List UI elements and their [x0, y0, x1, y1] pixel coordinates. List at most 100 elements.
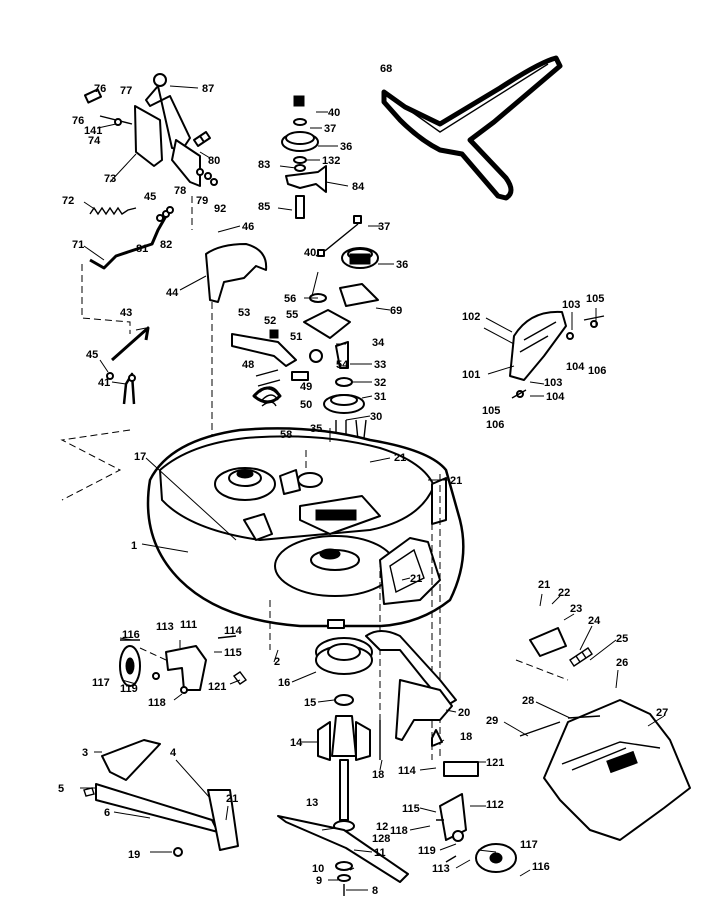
callout-115a: 115: [224, 647, 242, 659]
callout-103b: 103: [544, 377, 562, 389]
callout-117a: 117: [92, 677, 110, 689]
callout-68: 68: [380, 63, 392, 75]
callout-40a: 40: [328, 107, 340, 119]
callout-78: 78: [174, 185, 186, 197]
callout-6: 6: [104, 807, 110, 819]
deck-housing: [60, 427, 465, 760]
callout-106b: 106: [486, 419, 504, 431]
callout-30: 30: [370, 411, 382, 423]
callout-103a: 103: [562, 299, 580, 311]
callout-111: 111: [180, 619, 197, 631]
baffle-arm: [365, 630, 457, 760]
callout-20: 20: [458, 707, 470, 719]
callout-45b: 45: [86, 349, 98, 361]
callout-4: 4: [170, 747, 177, 759]
callout-10: 10: [312, 863, 324, 875]
callout-74: 74: [88, 135, 101, 147]
callout-76b: 76: [72, 115, 84, 127]
callout-52: 52: [264, 315, 276, 327]
callout-49: 49: [300, 381, 312, 393]
callout-25: 25: [616, 633, 628, 645]
callout-116a: 116: [122, 629, 140, 641]
callout-51: 51: [290, 331, 302, 343]
callout-1: 1: [131, 540, 137, 552]
callout-105a: 105: [586, 293, 604, 305]
left-gauge-wheel: [119, 635, 248, 694]
belt-guard-and-idler: [205, 243, 309, 440]
callout-2: 2: [274, 656, 280, 668]
callout-87: 87: [202, 83, 214, 95]
callout-114a: 114: [224, 625, 243, 637]
callout-102: 102: [462, 311, 480, 323]
callout-81: 81: [136, 243, 148, 255]
callout-118b: 118: [390, 825, 408, 837]
callout-101: 101: [462, 369, 480, 381]
callout-121b: 121: [486, 757, 504, 769]
spindle-assembly: [277, 619, 409, 896]
callout-26: 26: [616, 657, 628, 669]
callout-22: 22: [558, 587, 570, 599]
callout-11: 11: [374, 847, 386, 859]
callout-21b: 21: [450, 475, 462, 487]
callout-112: 112: [486, 799, 504, 811]
callout-115b: 115: [402, 803, 420, 815]
callout-69: 69: [390, 305, 402, 317]
callout-18a: 18: [372, 769, 384, 781]
callout-21d: 21: [538, 579, 550, 591]
callout-121a: 121: [208, 681, 226, 693]
callout-28: 28: [522, 695, 534, 707]
callout-104a: 104: [566, 361, 585, 373]
callout-3: 3: [82, 747, 88, 759]
callout-17: 17: [134, 451, 146, 463]
lift-linkage-group: [81, 73, 218, 405]
callout-72: 72: [62, 195, 74, 207]
callout-29: 29: [486, 715, 498, 727]
callout-104b: 104: [546, 391, 565, 403]
callout-105b: 105: [482, 405, 500, 417]
callout-21c: 21: [410, 573, 422, 585]
callout-117b: 117: [520, 839, 538, 851]
callout-35: 35: [310, 423, 322, 435]
callout-116b: 116: [532, 861, 550, 873]
callout-15: 15: [304, 697, 316, 709]
callout-23: 23: [570, 603, 582, 615]
callout-53: 53: [238, 307, 250, 319]
callout-46: 46: [242, 221, 254, 233]
callout-16: 16: [278, 677, 290, 689]
callout-19: 19: [128, 849, 140, 861]
callout-12: 12: [376, 821, 388, 833]
callout-80: 80: [208, 155, 220, 167]
callout-132: 132: [322, 155, 340, 167]
callout-71: 71: [72, 239, 84, 251]
lift-arms-lower: [83, 739, 239, 857]
callout-82: 82: [160, 239, 172, 251]
leader-lines: [80, 85, 665, 891]
callout-85: 85: [258, 201, 270, 213]
callout-48: 48: [242, 359, 254, 371]
callout-27: 27: [656, 707, 668, 719]
callout-45a: 45: [144, 191, 156, 203]
callout-31: 31: [374, 391, 386, 403]
callout-119b: 119: [418, 845, 436, 857]
callout-56: 56: [284, 293, 296, 305]
callout-113b: 113: [432, 863, 450, 875]
callout-73: 73: [104, 173, 116, 185]
callout-83: 83: [258, 159, 270, 171]
callout-18b: 18: [460, 731, 472, 743]
callout-113a: 113: [156, 621, 174, 633]
callout-13: 13: [306, 797, 318, 809]
callout-119a: 119: [120, 683, 138, 695]
callout-50: 50: [300, 399, 312, 411]
callout-5: 5: [58, 783, 64, 795]
callout-33: 33: [374, 359, 386, 371]
right-gauge-wheel: [436, 761, 517, 873]
pulley-stack-upper: [281, 95, 379, 442]
part-68-belt: [381, 55, 563, 201]
callout-labels: 1 2 3 4 5 6 8 9 10 11 12 13 14 15 16 17 …: [58, 63, 668, 897]
callout-141: 141: [84, 125, 102, 137]
callout-77: 77: [120, 85, 132, 97]
callout-84: 84: [352, 181, 365, 193]
callout-36b: 36: [396, 259, 408, 271]
callout-21a: 21: [394, 452, 406, 464]
